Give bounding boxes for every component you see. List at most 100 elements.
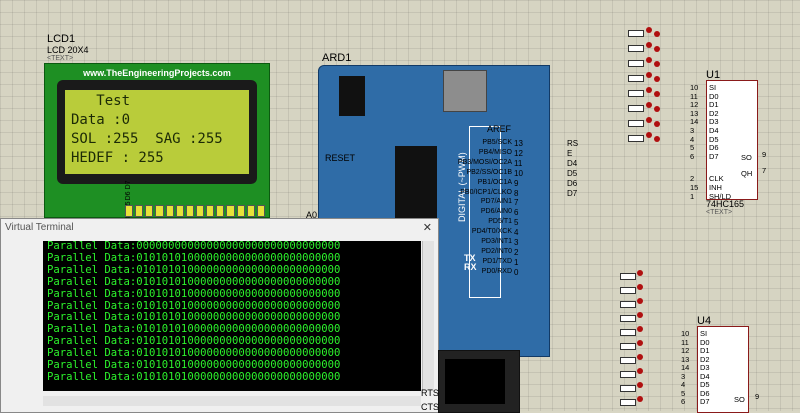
terminal-line: Parallel Data:01010101000000000000000000… [47,370,341,383]
arduino-net-label: D4 [567,158,578,168]
led-indicator [654,91,660,97]
lcd-screen: Test Data :0 SOL :255 SAG :255 HEDEF : 2… [57,80,257,184]
lcd-model: LCD 20X4 [47,45,89,55]
arduino-pin-label: PD7/AIN1 [480,198,512,206]
led-indicator [637,312,643,318]
lcd-website: www.TheEngineeringProjects.com [83,68,231,78]
led-indicator [654,121,660,127]
u4-pin-name: D6 [700,388,710,398]
dip-switch [620,301,636,308]
led-indicator [646,42,652,48]
u4-pin-number: 14 [681,363,690,372]
dip-switch [620,315,636,322]
u4-designator: U4 [697,315,712,327]
lcd-row-1: Test [71,93,131,109]
arduino-pin-number: 4 [514,228,519,238]
led-indicator [637,270,643,276]
led-indicator [654,136,660,142]
u1-pin-number: 10 [690,83,699,92]
u1-pin-name: D7 [709,151,719,161]
lcd-pin-header [125,205,265,217]
arduino-pin-number: 2 [514,247,519,257]
u1-pin-name: D0 [709,91,719,101]
u1-pin-name: INH [709,183,722,192]
u1-pin-name: D1 [709,100,719,110]
led-indicator [654,31,660,37]
u4-pin-number: 11 [681,337,689,347]
led-indicator [654,76,660,82]
arduino-net-label: D5 [567,168,578,178]
u1-pin-name: QH [741,169,753,178]
dip-switch [628,60,644,67]
u1-pin-name: D2 [709,108,719,118]
arduino-pin-number: 11 [514,158,523,168]
u1-pin-name: D4 [709,126,719,135]
led-indicator [654,61,660,67]
arduino-pin-number: 1 [514,257,519,267]
u1-pin-number: 7 [762,166,767,175]
close-icon[interactable]: ✕ [422,222,432,234]
u1-model: 74HC165 [706,199,745,209]
u1-pin-number: 5 [690,143,695,153]
dip-switch [620,385,636,392]
led-indicator [646,102,652,108]
led-indicator [646,132,652,138]
terminal-line: Parallel Data:01010101000000000000000000… [47,347,341,360]
u4-chip[interactable] [697,326,749,413]
u1-pin-number: 11 [690,91,698,101]
u1-pin-number: 3 [690,126,695,135]
u4-pin-number: 3 [681,371,686,381]
arduino-net-label: E [567,148,573,158]
arduino-pin-number: 10 [514,168,523,178]
u4-pin-number: 12 [681,346,690,355]
dip-switch [628,75,644,82]
arduino-pin-number: 12 [514,148,523,158]
lcd-row-4: HEDEF : 255 [71,150,164,166]
u1-pin-name: SH/LD [709,192,732,202]
lcd-text-placeholder: <TEXT> [47,55,74,62]
arduino-pin-number: 0 [514,267,519,277]
arduino-net-label: RS [567,139,579,148]
u1-pin-name: D3 [709,117,719,127]
u1-designator: U1 [706,69,721,81]
arduino-pin-label: PB2/SS/OC1B [466,168,512,176]
u4-pin-name: D5 [700,380,710,389]
dip-switch [628,120,644,127]
u1-pin-number: 12 [690,100,699,110]
arduino-pin-number: 5 [514,218,519,228]
reset-label: RESET [325,153,356,163]
arduino-pin-label: PD6/AIN0 [480,208,512,216]
terminal-vertical-scrollbar[interactable] [422,241,434,391]
virtual-terminal-device[interactable] [438,350,520,413]
led-indicator [646,72,652,78]
arduino-pin-number: 7 [514,198,519,208]
u1-pin-number: 13 [690,108,699,118]
rts-label: RTS [421,388,439,398]
lcd-pin-label: D6 [125,190,132,200]
u4-pin-name: D2 [700,354,710,364]
arduino-pin-label: PB5/SCK [482,139,512,146]
arduino-pin-label: PB0/ICP1/CLKO [460,188,512,196]
lcd-module[interactable]: www.TheEngineeringProjects.com Test Data… [44,63,270,346]
led-indicator [637,396,643,402]
tx-label: TX [464,253,476,263]
dip-switch [628,30,644,37]
a0-label: A0 [306,210,318,220]
led-indicator [646,87,652,93]
lcd-row-3: SOL :255 SAG :255 [71,131,223,147]
u1-text-placeholder: <TEXT> [706,209,733,216]
terminal-line: Parallel Data:01010101000000000000000000… [47,311,341,324]
arduino-pin-number: 9 [514,178,519,188]
dip-switch [628,135,644,142]
u1-pin-number: 14 [690,117,699,127]
led-indicator [637,382,643,388]
u1-chip[interactable] [706,80,758,200]
led-indicator [637,340,643,346]
u1-pin-number: 15 [690,183,699,192]
led-indicator [654,106,660,112]
led-indicator [637,326,643,332]
arduino-pin-label: PD1/TXD [482,257,512,265]
virtual-terminal-window[interactable]: Virtual Terminal ✕ Parallel Data:0000000… [0,218,439,413]
terminal-horizontal-scrollbar[interactable] [43,396,421,406]
arduino-pin-label: PD2/INT0 [481,247,512,255]
